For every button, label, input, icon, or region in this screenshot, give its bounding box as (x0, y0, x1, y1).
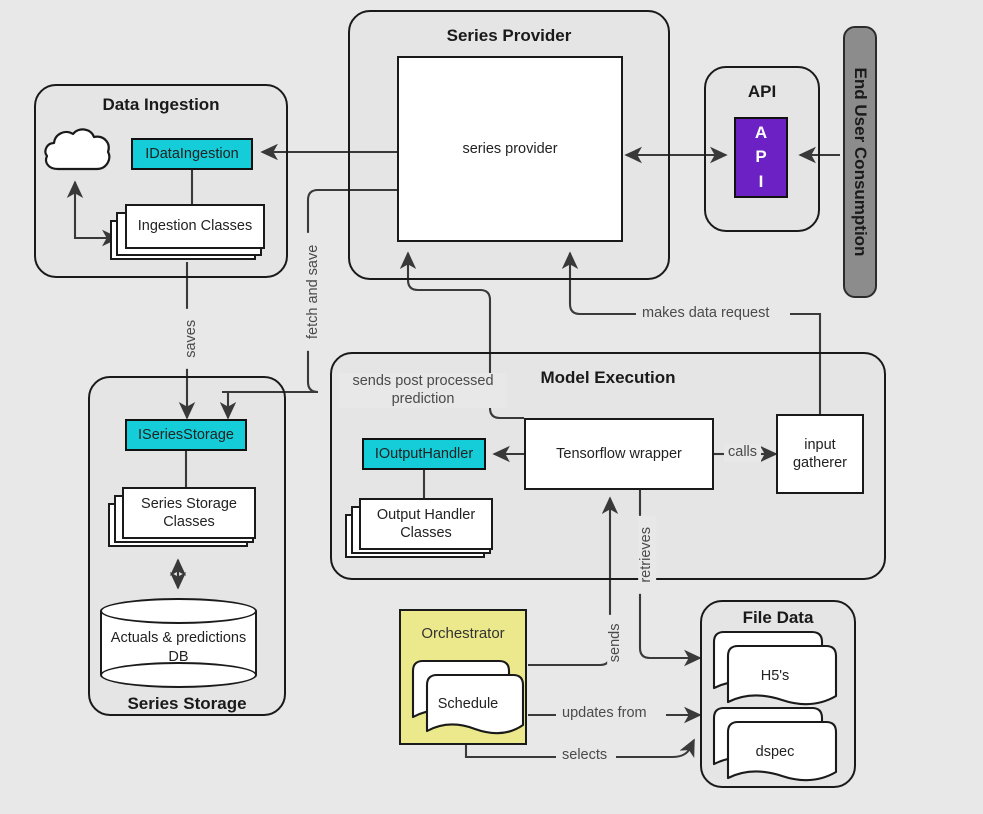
edge-label-selects: selects (558, 747, 612, 765)
db-top (100, 598, 257, 624)
group-title-series-storage: Series Storage (127, 694, 247, 713)
node-h5s[interactable]: H5's (712, 630, 838, 708)
stack-front: Series Storage Classes (122, 487, 256, 539)
node-idataingestion[interactable]: IDataIngestion (131, 138, 253, 170)
node-tensorflow-wrapper[interactable]: Tensorflow wrapper (524, 418, 714, 490)
node-end-user-consumption[interactable]: End User Consumption (843, 26, 877, 298)
dspec-label: dspec (755, 744, 795, 760)
edge-label-calls: calls (724, 444, 762, 462)
edge-label-sends-post-processed-prediction: sends post processed prediction (339, 373, 507, 409)
node-output-handler-classes[interactable]: Output Handler Classes (345, 498, 495, 558)
api-letter-p: P (755, 147, 767, 167)
node-api[interactable]: A P I (734, 117, 788, 198)
db-label: Actuals & predictions DB (110, 630, 247, 665)
edge-label-saves: saves (183, 308, 201, 369)
group-api (704, 66, 820, 232)
edge-label-updates-from: updates from (558, 705, 651, 723)
node-input-gatherer[interactable]: input gatherer (776, 414, 864, 494)
group-series-provider (348, 10, 670, 280)
stack-front: Output Handler Classes (359, 498, 493, 550)
group-model-execution (330, 352, 886, 580)
group-title-file-data: File Data (742, 608, 814, 627)
group-series-storage (88, 376, 286, 716)
db-bottom (100, 662, 257, 688)
node-ioutputhandler[interactable]: IOutputHandler (362, 438, 486, 470)
node-schedule[interactable]: Schedule (411, 659, 525, 737)
node-iseriesstorage[interactable]: ISeriesStorage (125, 419, 247, 451)
group-title-model-execution: Model Execution (540, 368, 676, 387)
end-user-consumption-label: End User Consumption (851, 67, 870, 257)
api-letter-i: I (758, 171, 764, 191)
node-dspec[interactable]: dspec (712, 706, 838, 784)
edge-label-retrieves: retrieves (638, 515, 656, 594)
group-file-data (700, 600, 856, 788)
edge-label-fetch-and-save: fetch and save (305, 232, 323, 351)
cloud-icon (42, 125, 112, 177)
node-series-provider[interactable]: series provider (397, 56, 623, 242)
node-actuals-predictions-db[interactable]: Actuals & predictions DB (100, 598, 257, 688)
edge-label-sends: sends (607, 614, 625, 671)
stack-front: Ingestion Classes (125, 204, 265, 249)
group-title-api: API (747, 82, 777, 101)
api-letter-a: A (754, 122, 768, 142)
schedule-label: Schedule (437, 696, 499, 712)
group-title-series-provider: Series Provider (446, 26, 572, 45)
edge-label-makes-data-request: makes data request (638, 305, 774, 323)
group-title-data-ingestion: Data Ingestion (102, 95, 220, 114)
h5s-label: H5's (760, 668, 790, 684)
node-ingestion-classes[interactable]: Ingestion Classes (110, 204, 265, 260)
node-series-storage-classes[interactable]: Series Storage Classes (108, 487, 258, 547)
group-data-ingestion (34, 84, 288, 278)
orchestrator-label: Orchestrator (421, 625, 505, 642)
